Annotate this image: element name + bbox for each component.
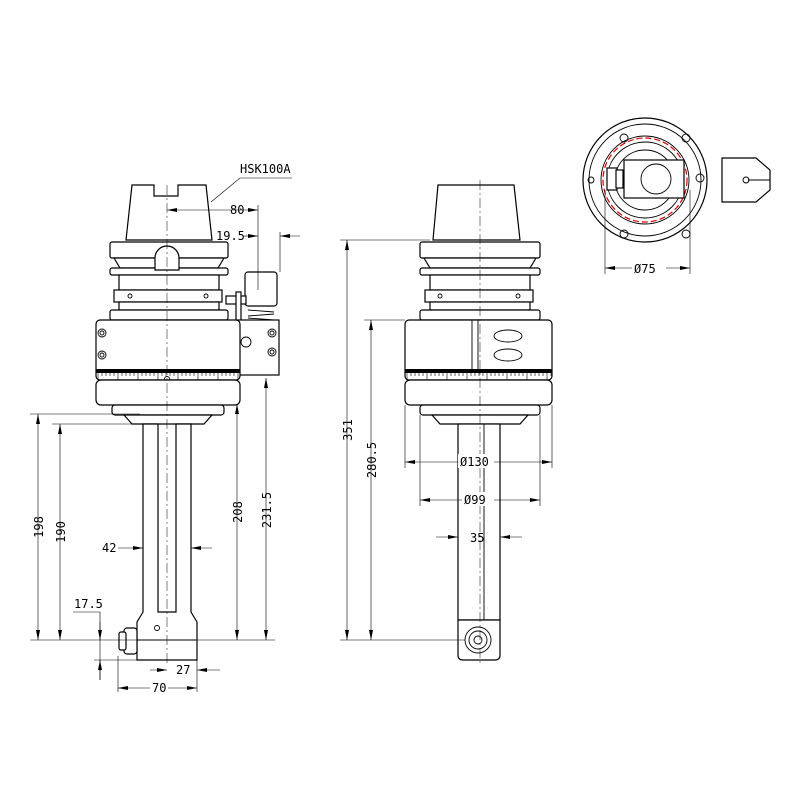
front-view: 351 280.5 Ø130 Ø99 35 <box>340 180 553 665</box>
dim-231-5: 231.5 <box>260 492 274 528</box>
side-view: HSK100A 80 19.5 198 190 208 231.5 42 17.… <box>30 162 300 695</box>
dim-208: 208 <box>231 501 245 523</box>
stop-tab <box>721 157 771 203</box>
graduation-scale <box>96 369 240 373</box>
dim-35: 35 <box>470 531 484 545</box>
hsk-taper <box>125 184 213 241</box>
dim-27: 27 <box>176 663 190 677</box>
stop-block <box>244 271 278 307</box>
dim-19-5: 19.5 <box>216 229 245 243</box>
top-view: Ø75 <box>582 117 771 276</box>
dim-190: 190 <box>54 521 68 543</box>
dim-198: 198 <box>32 516 46 538</box>
slide <box>623 159 685 199</box>
hsk100a-callout: HSK100A <box>240 162 291 176</box>
dim-70: 70 <box>152 681 166 695</box>
stem <box>136 423 198 661</box>
dim-42: 42 <box>102 541 116 555</box>
dim-130: Ø130 <box>460 455 489 469</box>
dim-17-5: 17.5 <box>74 597 103 611</box>
dim-99: Ø99 <box>464 493 486 507</box>
swing-circle <box>602 137 688 223</box>
dim-280-5: 280.5 <box>365 442 379 478</box>
dim-80: 80 <box>230 203 244 217</box>
stop-bracket <box>235 319 280 376</box>
hsk-taper-front <box>432 184 521 241</box>
dim-351: 351 <box>341 419 355 441</box>
stem-front <box>457 423 501 621</box>
dim-75: Ø75 <box>634 262 656 276</box>
